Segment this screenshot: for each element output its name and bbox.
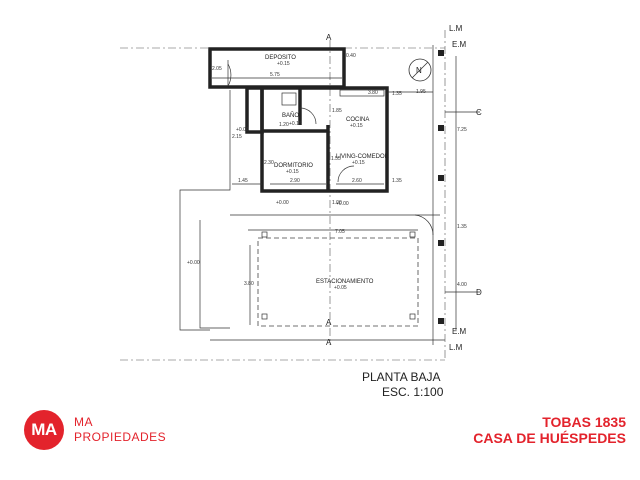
dim-290: 2.90 — [290, 178, 300, 184]
dim-725: 7.25 — [457, 127, 467, 133]
column — [438, 125, 444, 131]
dim-135-top: 1.35 — [392, 91, 402, 97]
living-door-swing — [337, 165, 355, 183]
room-label-deposito: DEPOSITO — [265, 55, 296, 61]
bano-annex-walls — [245, 86, 264, 134]
axis-label-em-top: E.M — [452, 40, 467, 49]
axis-label-c: C — [476, 108, 482, 117]
site-boundary-left — [179, 90, 231, 331]
section-label-a-mid: A — [326, 318, 332, 327]
room-label-cocina: COCINA — [346, 117, 369, 123]
column — [409, 313, 416, 320]
dim-155: 1.55 — [331, 156, 341, 162]
brand-line-1: MA — [74, 415, 93, 429]
room-label-dormitorio: DORMITORIO — [274, 163, 313, 169]
project-line-1: TOBAS 1835 — [542, 414, 626, 430]
column — [261, 231, 268, 238]
dim-040: 0.40 — [346, 53, 356, 59]
axis-label-lm-top: L.M — [449, 24, 463, 33]
axis-label-em-bottom: E.M — [452, 327, 467, 336]
brand-name: MA PROPIEDADES — [74, 415, 166, 445]
kitchen-counter — [339, 89, 385, 97]
dim-120: 1.20 — [279, 122, 289, 128]
dim-230: 2.30 — [264, 160, 274, 166]
dim-185: 1.85 — [332, 108, 342, 114]
deposito-door-swing — [227, 63, 232, 87]
floor-plan: DEPOSITO BAÑO COCINA DORMITORIO LIVING-C… — [120, 24, 482, 399]
column — [438, 175, 444, 181]
dim-100: 1.00 — [332, 200, 342, 206]
level-cocina: +0.15 — [350, 123, 363, 129]
room-label-living: LIVING-COMEDOR — [336, 154, 390, 160]
dim-135-bottom: 1.35 — [392, 178, 402, 184]
project-line-2: CASA DE HUÉSPEDES — [473, 430, 626, 446]
north-label: N — [416, 66, 422, 75]
axis-label-d: D — [476, 288, 482, 297]
level-ext: +0.00 — [187, 260, 200, 266]
house-walls — [260, 86, 389, 193]
toilet-fixture — [281, 92, 297, 106]
level-ext: +0.00 — [236, 127, 249, 133]
dim-260: 2.60 — [352, 178, 362, 184]
plan-scale: ESC. 1:100 — [382, 385, 444, 399]
parking-dashed-outline — [257, 237, 419, 327]
column — [438, 240, 444, 246]
brand-logo: MA — [24, 410, 64, 450]
bano-door-swing — [299, 107, 317, 125]
dim-205: 2.05 — [212, 66, 222, 72]
dim-215: 2.15 — [232, 134, 242, 140]
level-ext: +0.00 — [336, 201, 349, 207]
axis-label-lm-bottom: L.M — [449, 343, 463, 352]
level-deposito: +0.15 — [277, 61, 290, 67]
section-label-a-top: A — [326, 33, 332, 42]
dim-705: 7.05 — [335, 229, 345, 235]
site-boundary-inner — [199, 220, 230, 329]
brand-line-2: PROPIEDADES — [74, 430, 167, 444]
north-arrow-icon: N — [408, 58, 432, 82]
plan-title: PLANTA BAJA — [362, 370, 440, 384]
column — [438, 318, 444, 324]
section-label-a-bottom: A — [326, 338, 332, 347]
room-label-estacionamiento: ESTACIONAMIENTO — [316, 279, 374, 285]
column — [261, 313, 268, 320]
level-dormitorio: +0.15 — [286, 169, 299, 175]
column — [438, 50, 444, 56]
dim-575: 5.75 — [270, 72, 280, 78]
level-estacionamiento: +0.05 — [334, 285, 347, 291]
dim-380: 3.80 — [368, 90, 378, 96]
project-title: TOBAS 1835 CASA DE HUÉSPEDES — [473, 414, 626, 446]
gate-swing — [414, 214, 434, 236]
room-label-bano: BAÑO — [282, 112, 299, 119]
level-living: +0.15 — [352, 160, 365, 166]
dim-380-parking: 3.80 — [244, 281, 254, 287]
column — [409, 231, 416, 238]
dim-145: 1.45 — [238, 178, 248, 184]
level-ext: +0.00 — [276, 200, 289, 206]
level-bano: +0.15 — [289, 121, 302, 127]
dim-400: 4.00 — [457, 282, 467, 288]
dim-195: 1.95 — [416, 89, 426, 95]
dim-135-right: 1.35 — [457, 224, 467, 230]
